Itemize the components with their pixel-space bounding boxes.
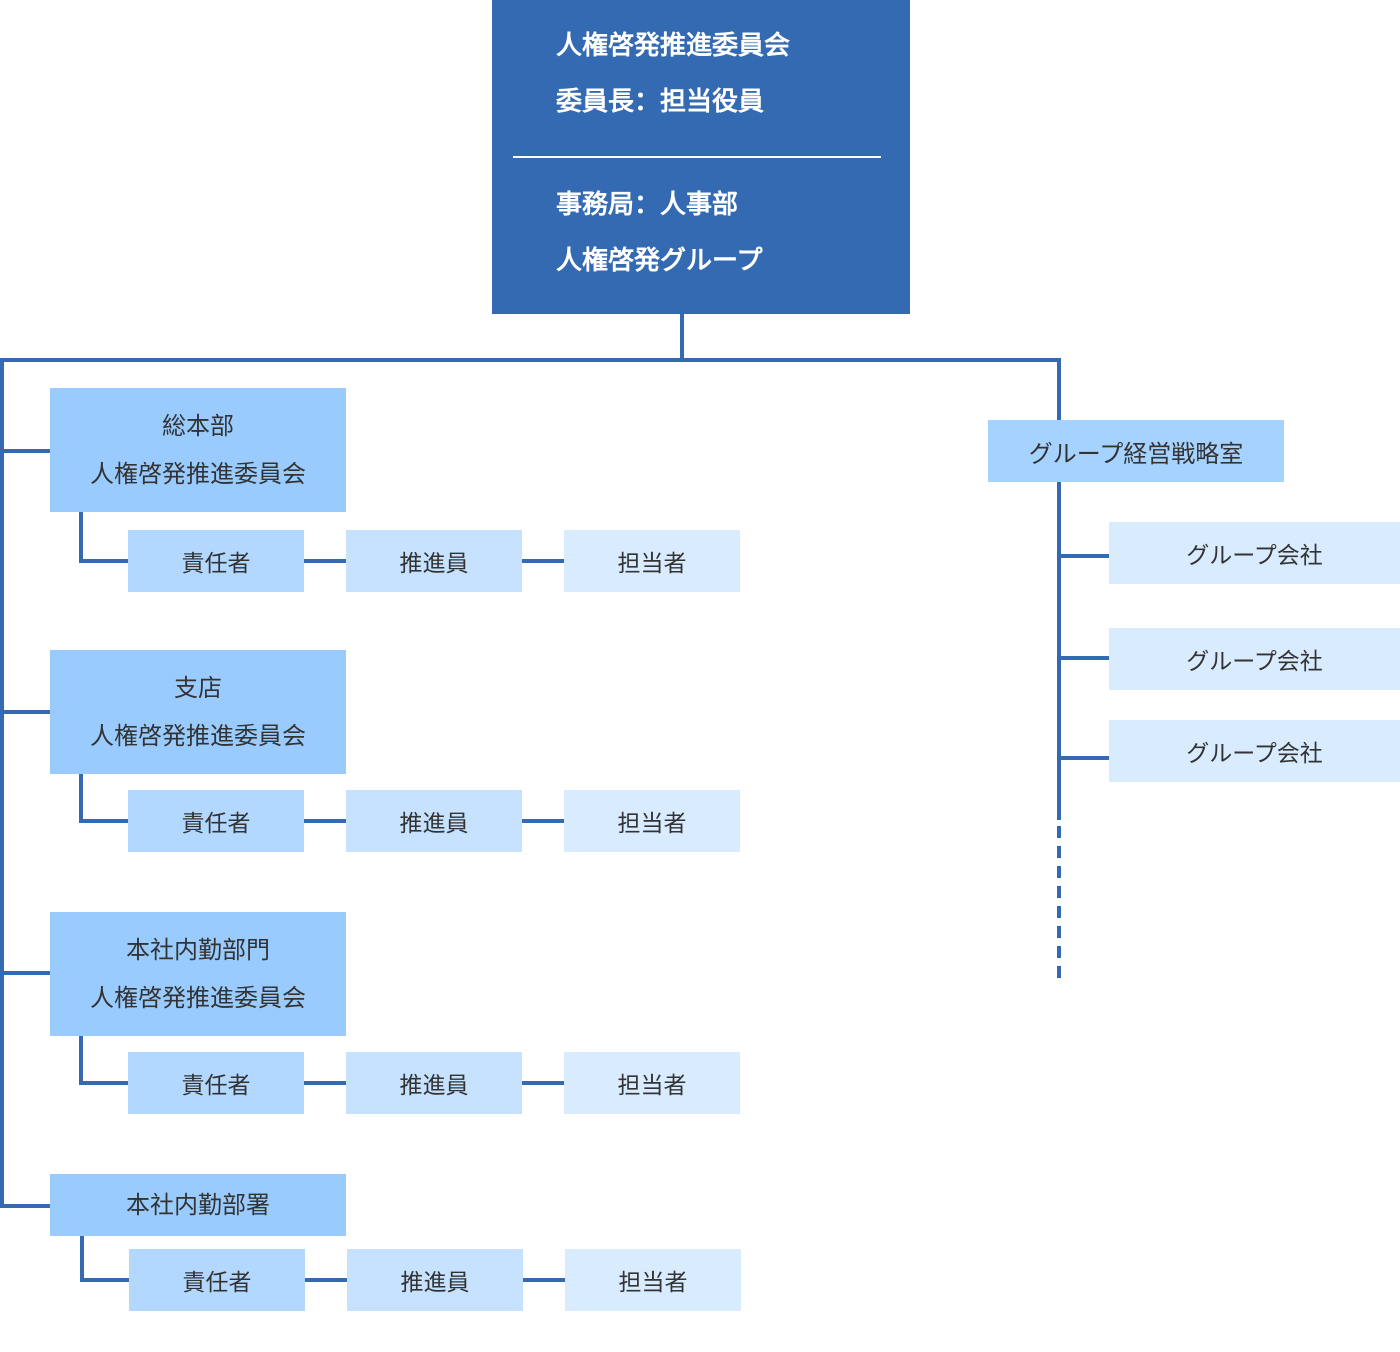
role-connector: [304, 1081, 346, 1085]
top-committee-divider: [513, 156, 881, 158]
top-committee-group: 人権啓発グループ: [556, 246, 763, 276]
role-connector: [523, 1278, 565, 1282]
department-box-3: 本社内勤部門 人権啓発推進委員会: [50, 912, 346, 1036]
role-connector: [304, 819, 346, 823]
role-staff: 担当者: [564, 1052, 740, 1114]
continuation-dash: [1057, 866, 1061, 878]
role-promoter: 推進員: [346, 530, 522, 592]
department-committee: 人権啓発推進委員会: [90, 722, 306, 750]
department-box-4: 本社内勤部署: [50, 1174, 346, 1236]
role-elbow-vertical: [79, 1036, 83, 1085]
branch-stub-4: [0, 1204, 50, 1208]
department-committee: 人権啓発推進委員会: [90, 984, 306, 1012]
top-connector: [680, 314, 684, 360]
role-elbow-horizontal: [80, 1278, 129, 1282]
group-trunk-connector: [1057, 482, 1061, 820]
branch-stub-3: [0, 971, 50, 975]
role-elbow-horizontal: [79, 1081, 128, 1085]
role-staff: 担当者: [564, 530, 740, 592]
role-responsible: 責任者: [128, 790, 304, 852]
role-promoter: 推進員: [346, 1052, 522, 1114]
department-name: 本社内勤部署: [126, 1191, 270, 1219]
continuation-dash: [1057, 906, 1061, 918]
role-staff: 担当者: [565, 1249, 741, 1311]
company-stub: [1057, 756, 1109, 760]
branch-stub-1: [0, 449, 50, 453]
role-connector: [305, 1278, 347, 1282]
role-responsible: 責任者: [129, 1249, 305, 1311]
continuation-dash: [1057, 846, 1061, 858]
continuation-dash: [1057, 966, 1061, 978]
department-name: 本社内勤部門: [126, 936, 270, 964]
group-company-box: グループ会社: [1109, 628, 1400, 690]
role-promoter: 推進員: [346, 790, 522, 852]
role-connector: [522, 1081, 564, 1085]
department-name: 総本部: [162, 412, 234, 440]
top-committee-chair: 委員長：担当役員: [556, 87, 765, 117]
role-connector: [304, 559, 346, 563]
group-company-box: グループ会社: [1109, 720, 1400, 782]
role-promoter: 推進員: [347, 1249, 523, 1311]
main-horizontal-connector: [0, 358, 1061, 362]
role-connector: [522, 559, 564, 563]
role-elbow-horizontal: [79, 819, 128, 823]
role-staff: 担当者: [564, 790, 740, 852]
role-elbow-vertical: [80, 1236, 84, 1282]
group-company-box: グループ会社: [1109, 522, 1400, 584]
top-committee-secretariat: 事務局：人事部: [556, 190, 739, 220]
branch-stub-2: [0, 710, 50, 714]
top-committee-box: 人権啓発推進委員会 委員長：担当役員 事務局：人事部 人権啓発グループ: [492, 0, 910, 314]
role-elbow-vertical: [79, 512, 83, 563]
left-trunk-connector: [0, 358, 4, 1208]
role-connector: [522, 819, 564, 823]
role-responsible: 責任者: [128, 1052, 304, 1114]
role-responsible: 責任者: [128, 530, 304, 592]
role-elbow-vertical: [79, 774, 83, 823]
continuation-dash: [1057, 946, 1061, 958]
department-committee: 人権啓発推進委員会: [90, 460, 306, 488]
department-box-1: 総本部 人権啓発推進委員会: [50, 388, 346, 512]
continuation-dash: [1057, 886, 1061, 898]
company-stub: [1057, 554, 1109, 558]
top-committee-title: 人権啓発推進委員会: [556, 31, 791, 61]
continuation-dash: [1057, 926, 1061, 938]
role-elbow-horizontal: [79, 559, 128, 563]
department-name: 支店: [174, 674, 222, 702]
right-drop-connector: [1057, 358, 1061, 420]
group-strategy-box: グループ経営戦略室: [988, 420, 1284, 482]
department-box-2: 支店 人権啓発推進委員会: [50, 650, 346, 774]
company-stub: [1057, 656, 1109, 660]
continuation-dash: [1057, 826, 1061, 838]
